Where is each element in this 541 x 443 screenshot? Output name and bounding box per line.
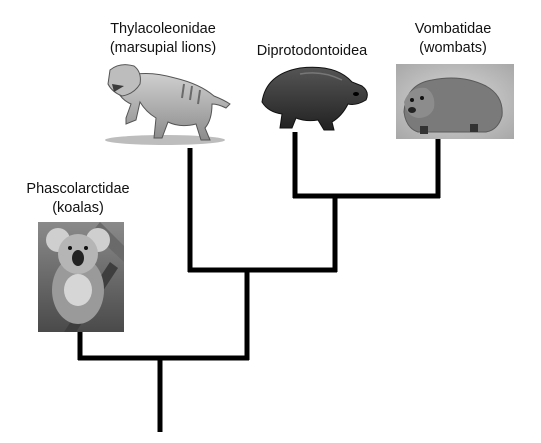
- thylacoleonidae-name: Thylacoleonidae: [110, 21, 216, 37]
- koala-photo: [38, 222, 124, 332]
- tree-branches: [77, 132, 441, 432]
- phascolarctidae-common-name: (koalas): [52, 200, 104, 216]
- phascolarctidae-name: Phascolarctidae: [26, 181, 130, 197]
- marsupial-lion-illustration: [105, 64, 231, 145]
- diprotodon-illustration: [261, 66, 368, 131]
- wombat-photo: [396, 64, 514, 139]
- vombatidae-name: Vombatidae: [414, 21, 492, 37]
- diprotodontoidea-name: Diprotodontoidea: [256, 43, 368, 59]
- vombatidae-common-name: (wombats): [419, 40, 487, 56]
- thylacoleonidae-label: Thylacoleonidae (marsupial lions): [88, 20, 238, 58]
- vombatidae-label: Vombatidae (wombats): [393, 20, 513, 58]
- thylacoleonidae-common-name: (marsupial lions): [109, 40, 217, 56]
- phascolarctidae-label: Phascolarctidae (koalas): [8, 180, 148, 218]
- diprotodontoidea-label: Diprotodontoidea: [247, 42, 377, 61]
